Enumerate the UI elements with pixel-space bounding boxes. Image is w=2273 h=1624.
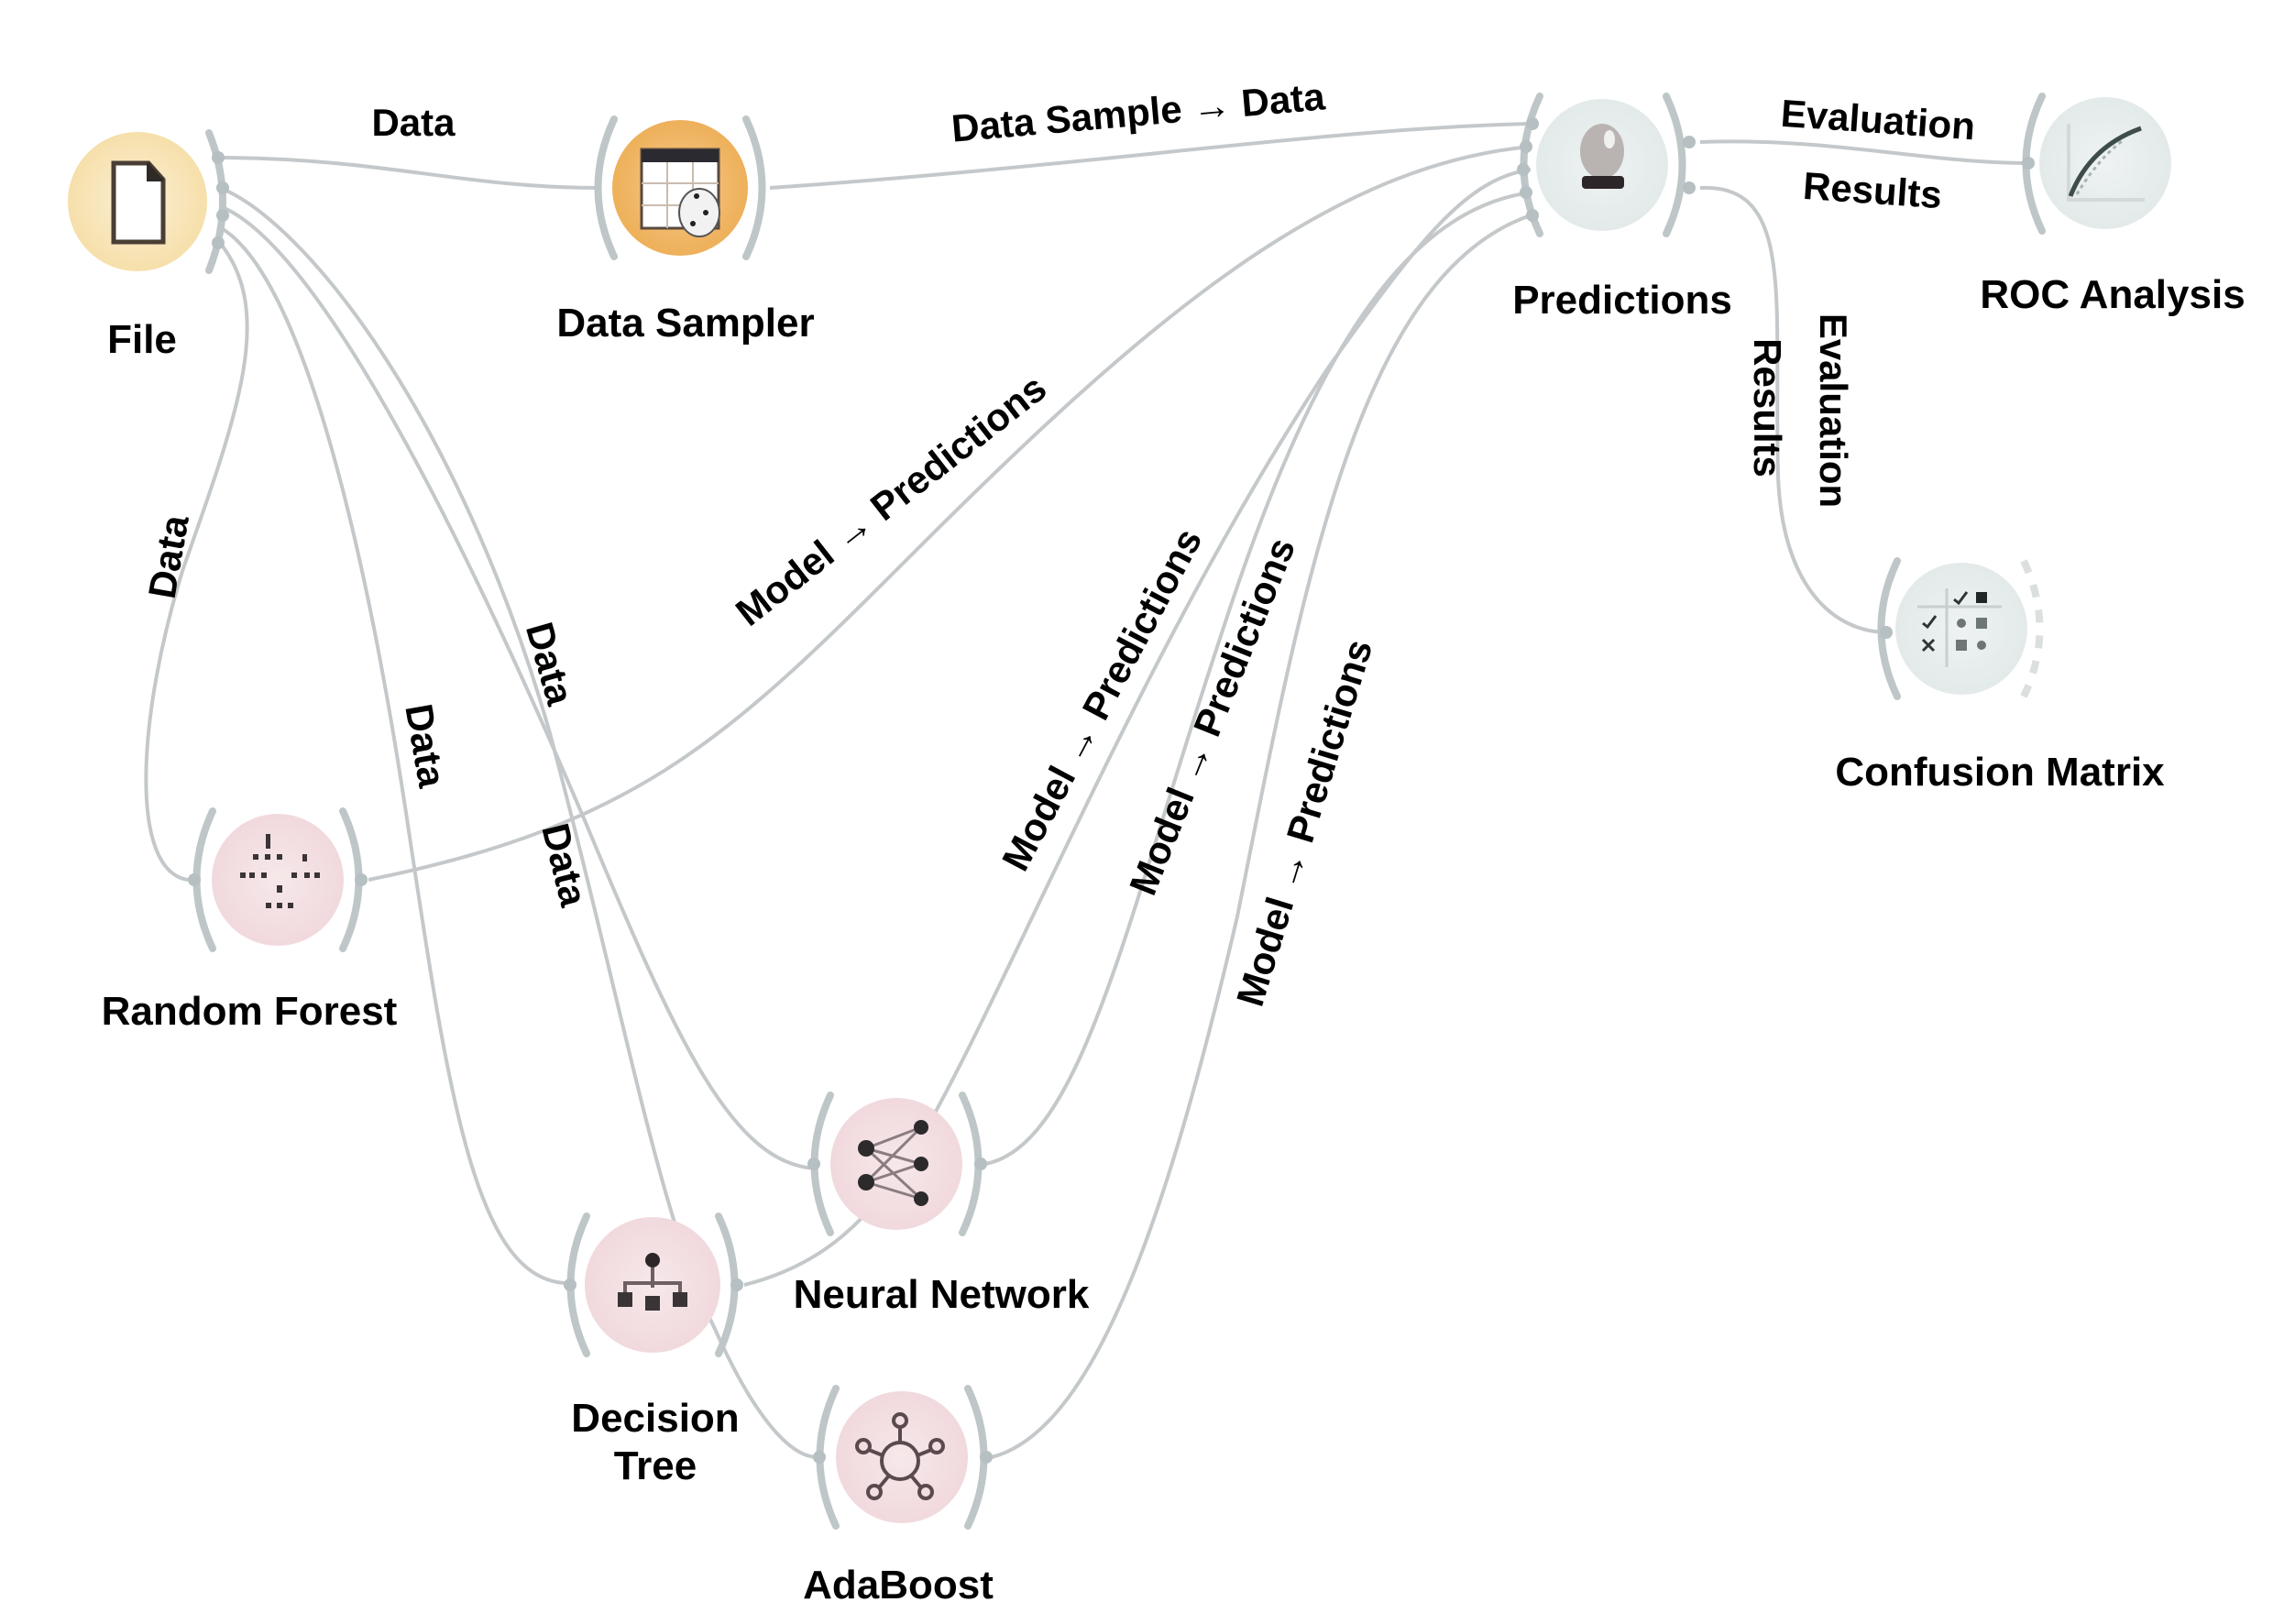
decision-tree-icon xyxy=(618,1253,687,1311)
link-label-confusion-results: Results xyxy=(1746,338,1789,477)
anchor-point xyxy=(216,209,229,222)
node-circle xyxy=(1895,563,2027,695)
node-label: Confusion Matrix xyxy=(1835,750,2165,795)
anchor-point xyxy=(813,1451,826,1464)
link-label-file-adaboost: Data xyxy=(533,819,596,911)
node-label: Predictions xyxy=(1512,278,1732,323)
node-label: Random Forest xyxy=(102,989,398,1034)
anchor-point xyxy=(1520,186,1532,199)
node-file[interactable]: File xyxy=(68,129,229,362)
link-label-adaboost-predictions: Model → Predictions xyxy=(1228,634,1380,1011)
anchor-point xyxy=(188,873,201,886)
node-confusion-matrix[interactable]: Confusion Matrix xyxy=(1835,557,2165,795)
link-label-random-forest-predictions: Model → Predictions xyxy=(728,366,1054,634)
link-file-to-random-forest[interactable] xyxy=(144,241,249,882)
node-label: ROC Analysis xyxy=(1980,272,2245,317)
link-file-to-adaboost[interactable] xyxy=(219,186,818,1459)
link-label-roc-evaluation: Evaluation xyxy=(1779,92,1976,148)
node-circle xyxy=(2039,97,2171,229)
link-label-confusion-evaluation: Evaluation xyxy=(1812,313,1855,508)
node-label: Data Sampler xyxy=(556,301,814,346)
node-label-line: Decision xyxy=(571,1396,739,1441)
anchor-point xyxy=(355,873,368,886)
anchor-point xyxy=(980,1451,993,1464)
neural-network-icon xyxy=(858,1120,928,1206)
node-neural-network[interactable]: Neural Network xyxy=(794,1092,1090,1317)
link-file-to-decision-tree[interactable] xyxy=(218,225,569,1285)
link-label-file-random-forest: Data xyxy=(140,511,197,601)
link-label-file-decision-tree: Data xyxy=(397,701,454,791)
node-label-line: Tree xyxy=(614,1443,697,1488)
anchor-point xyxy=(564,1278,576,1291)
node-circle xyxy=(212,814,344,946)
node-predictions[interactable]: Predictions xyxy=(1512,93,1732,323)
input-anchor[interactable] xyxy=(594,115,618,260)
link-label-file-data-sampler: Data xyxy=(371,101,456,144)
anchor-point xyxy=(212,151,225,164)
node-decision-tree[interactable]: Decision Tree xyxy=(564,1213,743,1488)
anchor-point xyxy=(1683,181,1696,194)
link-adaboost-to-predictions[interactable] xyxy=(991,214,1532,1459)
link-label-roc-results: Results xyxy=(1802,164,1944,216)
anchor-point xyxy=(1517,163,1530,176)
anchor-point xyxy=(1526,117,1539,130)
links xyxy=(144,122,2031,1459)
adaboost-icon xyxy=(855,1412,945,1500)
crystal-ball-icon xyxy=(1580,124,1624,189)
node-label: File xyxy=(107,317,177,362)
node-adaboost[interactable]: AdaBoost xyxy=(803,1385,994,1608)
anchor-point xyxy=(1880,626,1893,639)
node-label: AdaBoost xyxy=(803,1563,994,1608)
anchor-point xyxy=(974,1158,987,1170)
output-anchor[interactable] xyxy=(742,115,766,260)
anchor-point xyxy=(212,236,225,249)
link-random-forest-to-predictions[interactable] xyxy=(368,145,1532,882)
anchor-point xyxy=(1683,136,1696,148)
link-file-to-data-sampler[interactable] xyxy=(212,156,601,190)
node-label: Neural Network xyxy=(794,1272,1090,1317)
anchor-point xyxy=(2022,157,2035,170)
anchor-point xyxy=(807,1158,820,1170)
output-anchor[interactable] xyxy=(1663,93,1686,237)
anchor-point xyxy=(730,1278,743,1291)
link-predictions-to-roc[interactable] xyxy=(1699,139,2031,165)
node-data-sampler[interactable]: Data Sampler xyxy=(556,115,815,346)
anchor-point xyxy=(1526,209,1539,222)
link-data-sampler-to-predictions[interactable] xyxy=(769,122,1532,190)
node-circle xyxy=(830,1098,962,1230)
link-predictions-to-confusion[interactable] xyxy=(1699,185,1889,634)
output-anchor[interactable] xyxy=(205,129,226,274)
node-roc-analysis[interactable]: ROC Analysis xyxy=(1980,93,2246,317)
random-forest-icon xyxy=(240,834,320,908)
anchor-point xyxy=(216,181,229,194)
node-random-forest[interactable]: Random Forest xyxy=(102,807,398,1034)
roc-curve-icon xyxy=(2067,124,2145,202)
link-label-data-sample-data: Data Sample → Data xyxy=(950,74,1327,149)
link-neural-network-to-predictions[interactable] xyxy=(984,191,1532,1166)
anchor-point xyxy=(1520,140,1532,153)
node-circle xyxy=(836,1391,968,1523)
data-sampler-icon xyxy=(640,148,720,237)
confusion-matrix-icon xyxy=(1917,588,2002,667)
file-icon xyxy=(111,160,166,245)
